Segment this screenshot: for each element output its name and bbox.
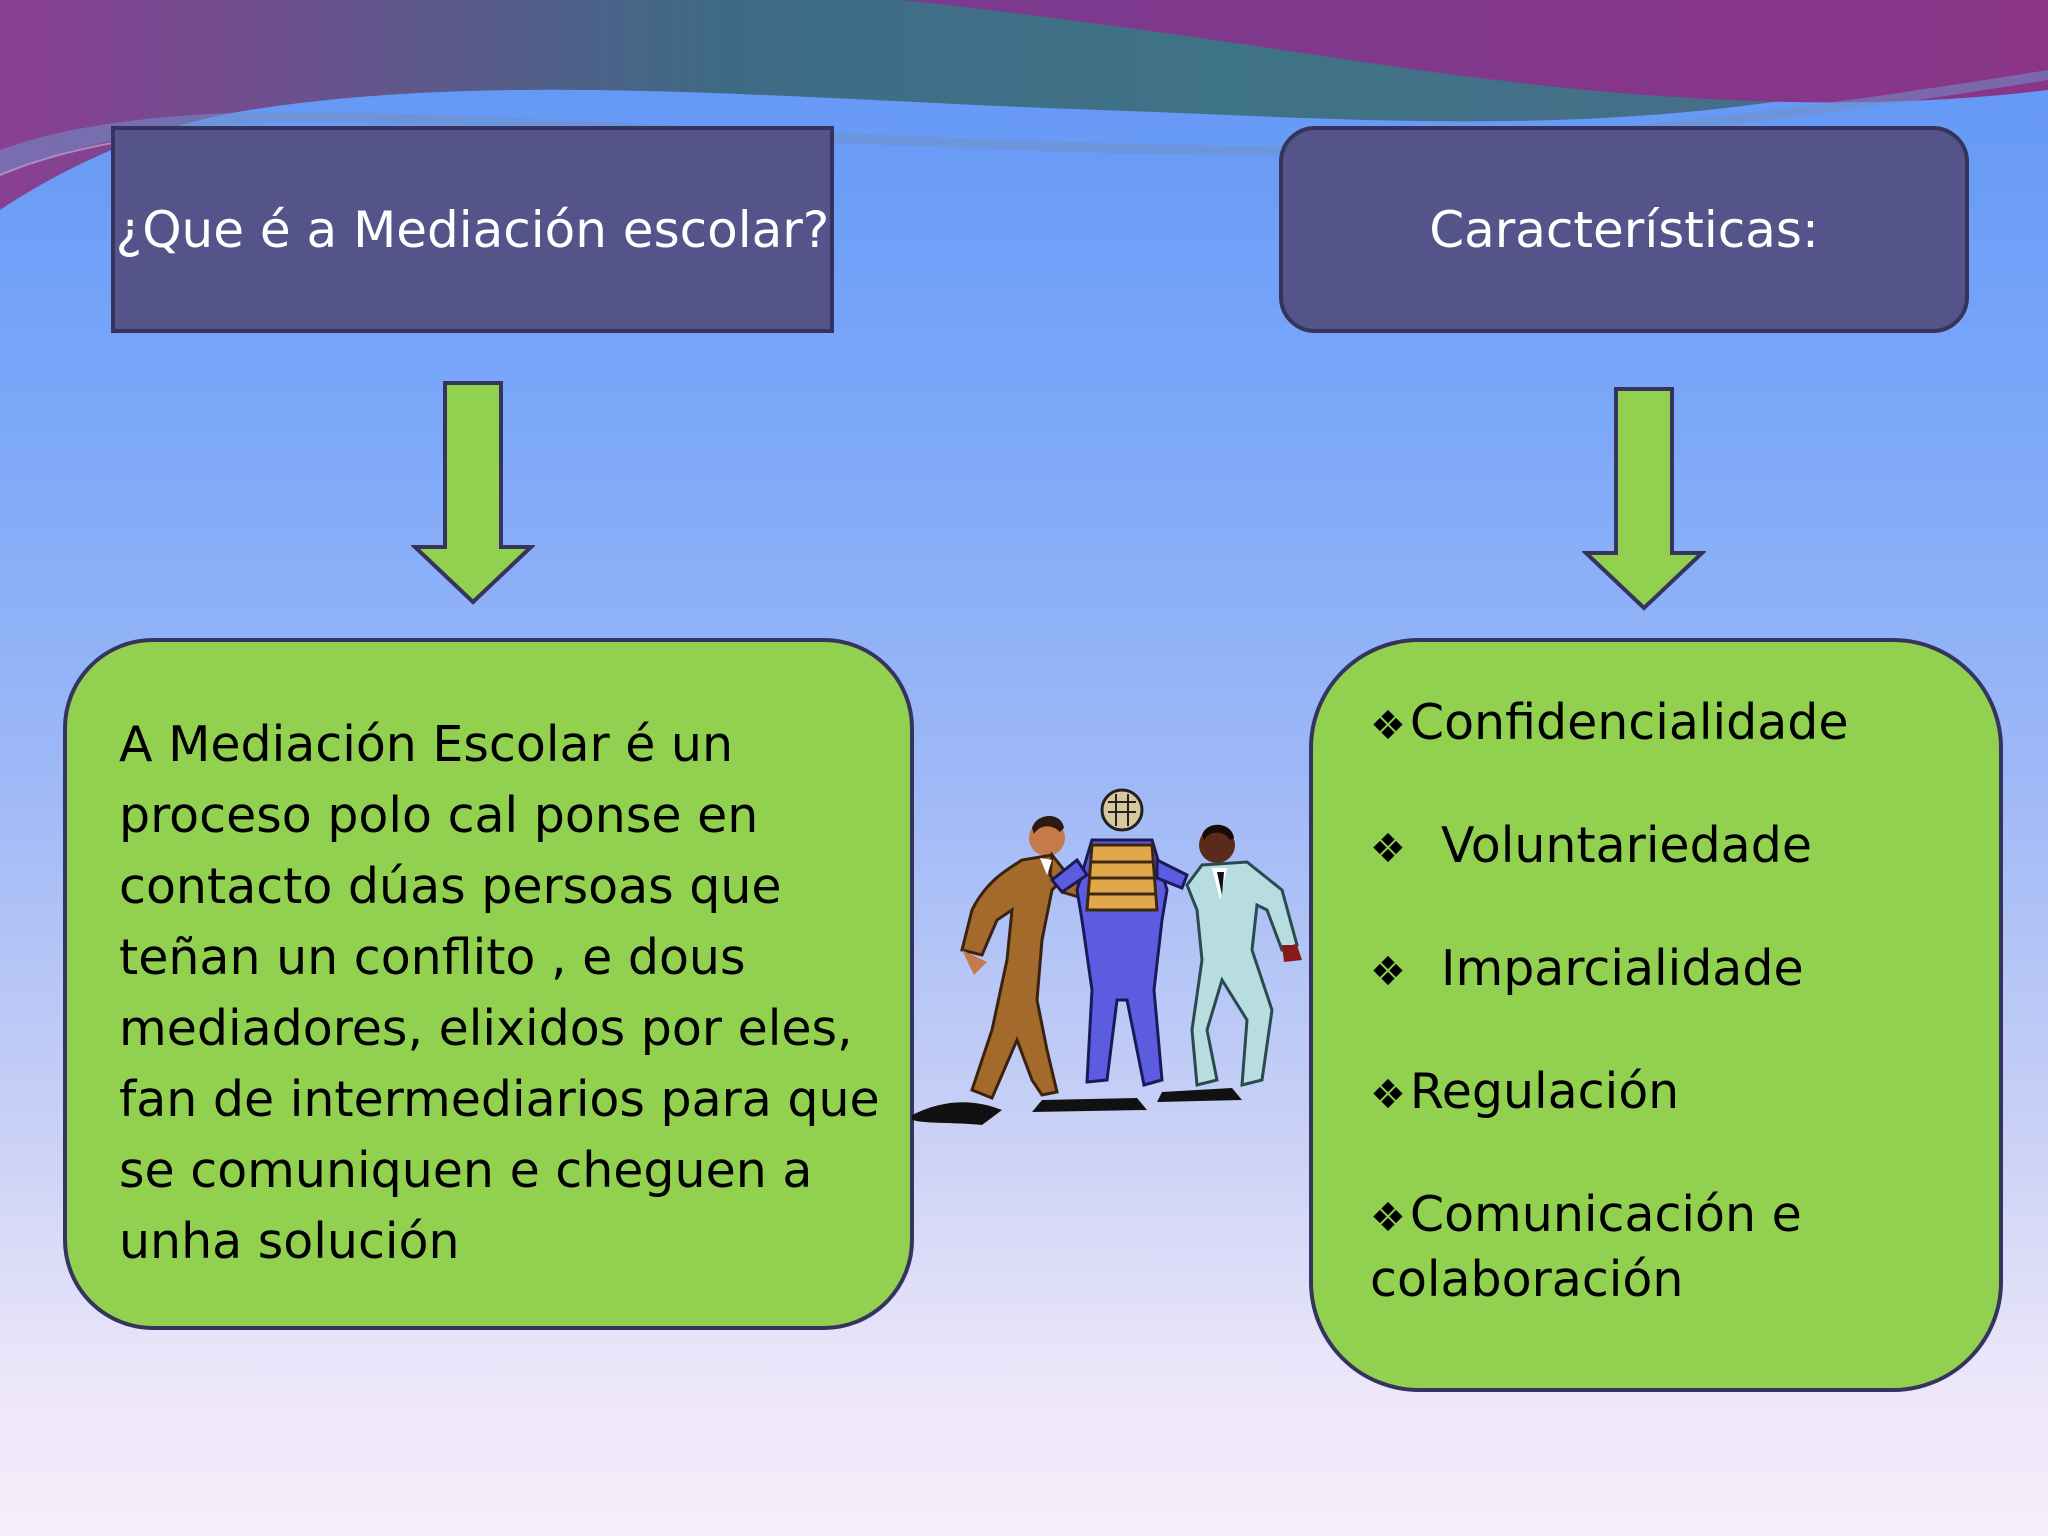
list-item: ❖Comunicación e colaboración [1370,1184,1970,1311]
list-item: ❖ Voluntariedade [1370,815,1812,880]
list-item: ❖Confidencialidade [1370,692,1848,757]
definition-text: A Mediación Escolar é un proceso polo ca… [119,716,880,1270]
question-title: ¿Que é a Mediación escolar? [115,200,830,259]
top-wave-decoration [0,0,2048,210]
characteristics-title: Características: [1429,200,1819,259]
down-arrow-left [411,381,535,605]
characteristic-label: Comunicación e colaboración [1370,1186,1802,1308]
characteristics-box: ❖Confidencialidade ❖ Voluntariedade ❖ Im… [1309,638,2003,1392]
question-header-box: ¿Que é a Mediación escolar? [111,126,834,333]
list-item: ❖ Imparcialidade [1370,938,1804,1003]
down-arrow-right [1582,387,1706,611]
diamond-bullet-icon: ❖ [1370,826,1406,872]
diamond-bullet-icon: ❖ [1370,949,1406,995]
definition-box: A Mediación Escolar é un proceso polo ca… [63,638,914,1330]
characteristic-label: Regulación [1409,1063,1680,1120]
diamond-bullet-icon: ❖ [1370,703,1406,749]
mediator-between-two-people-icon [912,788,1302,1125]
diamond-bullet-icon: ❖ [1370,1195,1406,1241]
characteristic-label: Imparcialidade [1441,940,1804,997]
diamond-bullet-icon: ❖ [1370,1072,1406,1118]
characteristic-label: Confidencialidade [1409,694,1849,751]
characteristics-header-box: Características: [1279,126,1969,333]
characteristic-label: Voluntariedade [1441,817,1812,874]
list-item: ❖Regulación [1370,1061,1679,1126]
